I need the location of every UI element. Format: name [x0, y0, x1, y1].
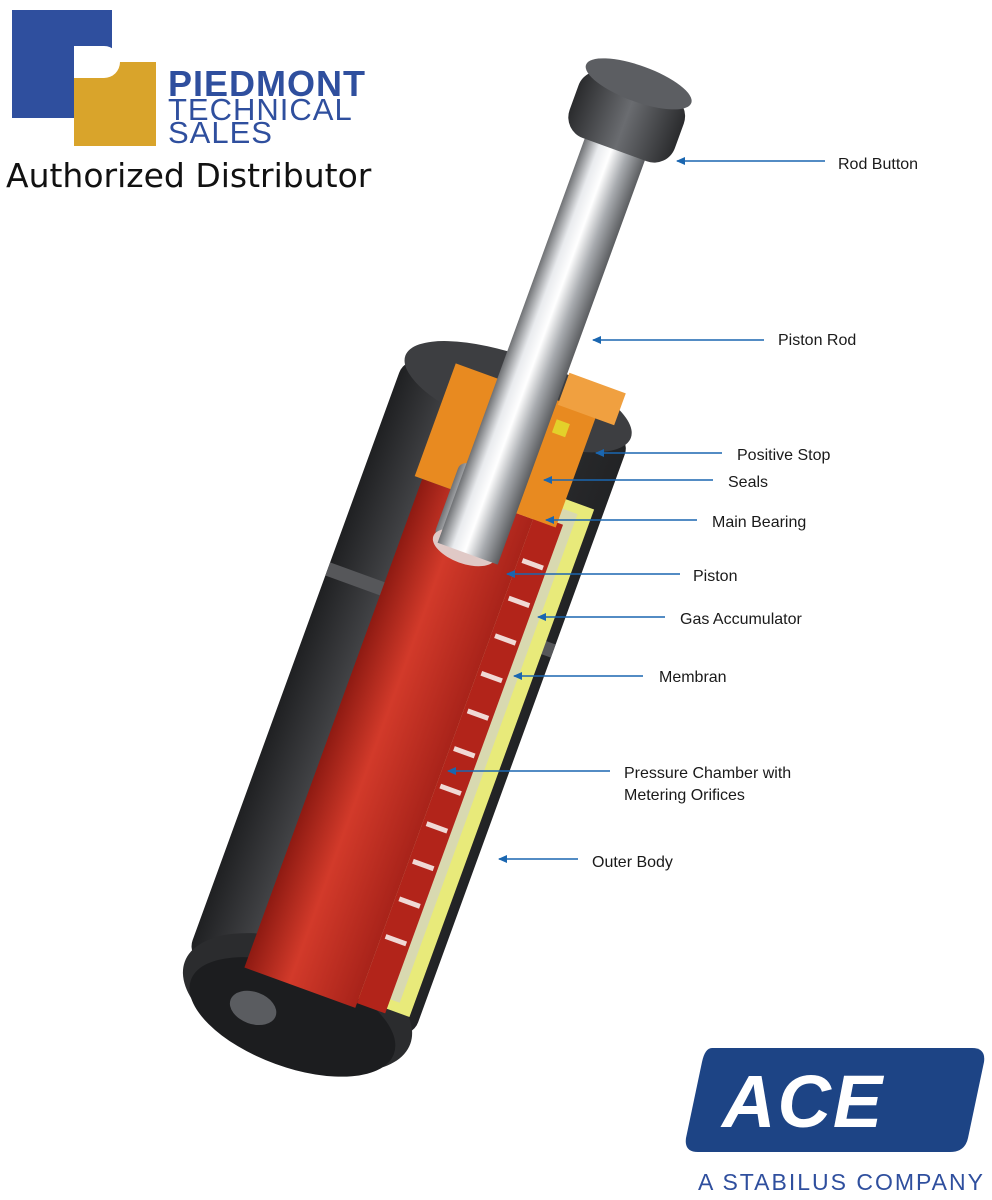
callout-label: Seals — [728, 474, 768, 491]
metering-orifices — [384, 558, 544, 947]
callout-membran: Membran — [513, 669, 727, 686]
callout-rod-button: Rod Button — [676, 156, 918, 173]
ace-logo: ACE A STABILUS COMPANY — [685, 1048, 985, 1195]
piston-rod-shape — [437, 129, 649, 565]
callout-label: Piston — [693, 568, 737, 585]
callout-label: Outer Body — [592, 854, 673, 871]
callout-label: Rod Button — [838, 156, 918, 173]
positive-stop-shape — [557, 372, 626, 426]
rod-button-top — [585, 58, 692, 110]
piedmont-logo-line3: SALES — [168, 115, 273, 150]
bottom-nut — [229, 990, 277, 1026]
pressure-chamber-shape — [244, 478, 534, 1008]
callout-label: Membran — [659, 669, 727, 686]
callout-label: Gas Accumulator — [680, 611, 803, 628]
callout-pressure-chamber: Pressure Chamber with Metering Orifices — [447, 765, 791, 804]
callout-main-bearing: Main Bearing — [545, 514, 806, 531]
piedmont-logo-p-cutout — [74, 46, 120, 78]
callout-label: Positive Stop — [737, 447, 830, 464]
callout-label: Piston Rod — [778, 332, 856, 349]
ace-logo-badge — [685, 1048, 985, 1152]
piedmont-logo-name: PIEDMONT — [168, 63, 366, 104]
callout-positive-stop: Positive Stop — [595, 447, 830, 464]
callout-outer-body: Outer Body — [498, 854, 673, 871]
shock-absorber-illustration — [182, 58, 692, 1077]
piedmont-logo-line2: TECHNICAL — [168, 92, 353, 127]
callouts: Rod Button Piston Rod Positive Stop Seal… — [447, 156, 918, 871]
callout-piston-rod: Piston Rod — [592, 332, 856, 349]
callout-label: Pressure Chamber with — [624, 765, 791, 782]
piedmont-logo: PIEDMONT TECHNICAL SALES — [12, 10, 366, 150]
ace-logo-word: ACE — [720, 1060, 885, 1143]
seal-shape-2 — [551, 419, 570, 438]
callout-piston: Piston — [506, 568, 737, 585]
callout-gas-accumulator: Gas Accumulator — [537, 611, 803, 628]
ace-logo-tagline: A STABILUS COMPANY — [698, 1169, 985, 1195]
callout-label: Main Bearing — [712, 514, 806, 531]
callout-seals: Seals — [543, 474, 768, 491]
authorized-distributor-caption: Authorized Distributor — [6, 156, 372, 195]
callout-label-line2: Metering Orifices — [624, 787, 745, 804]
